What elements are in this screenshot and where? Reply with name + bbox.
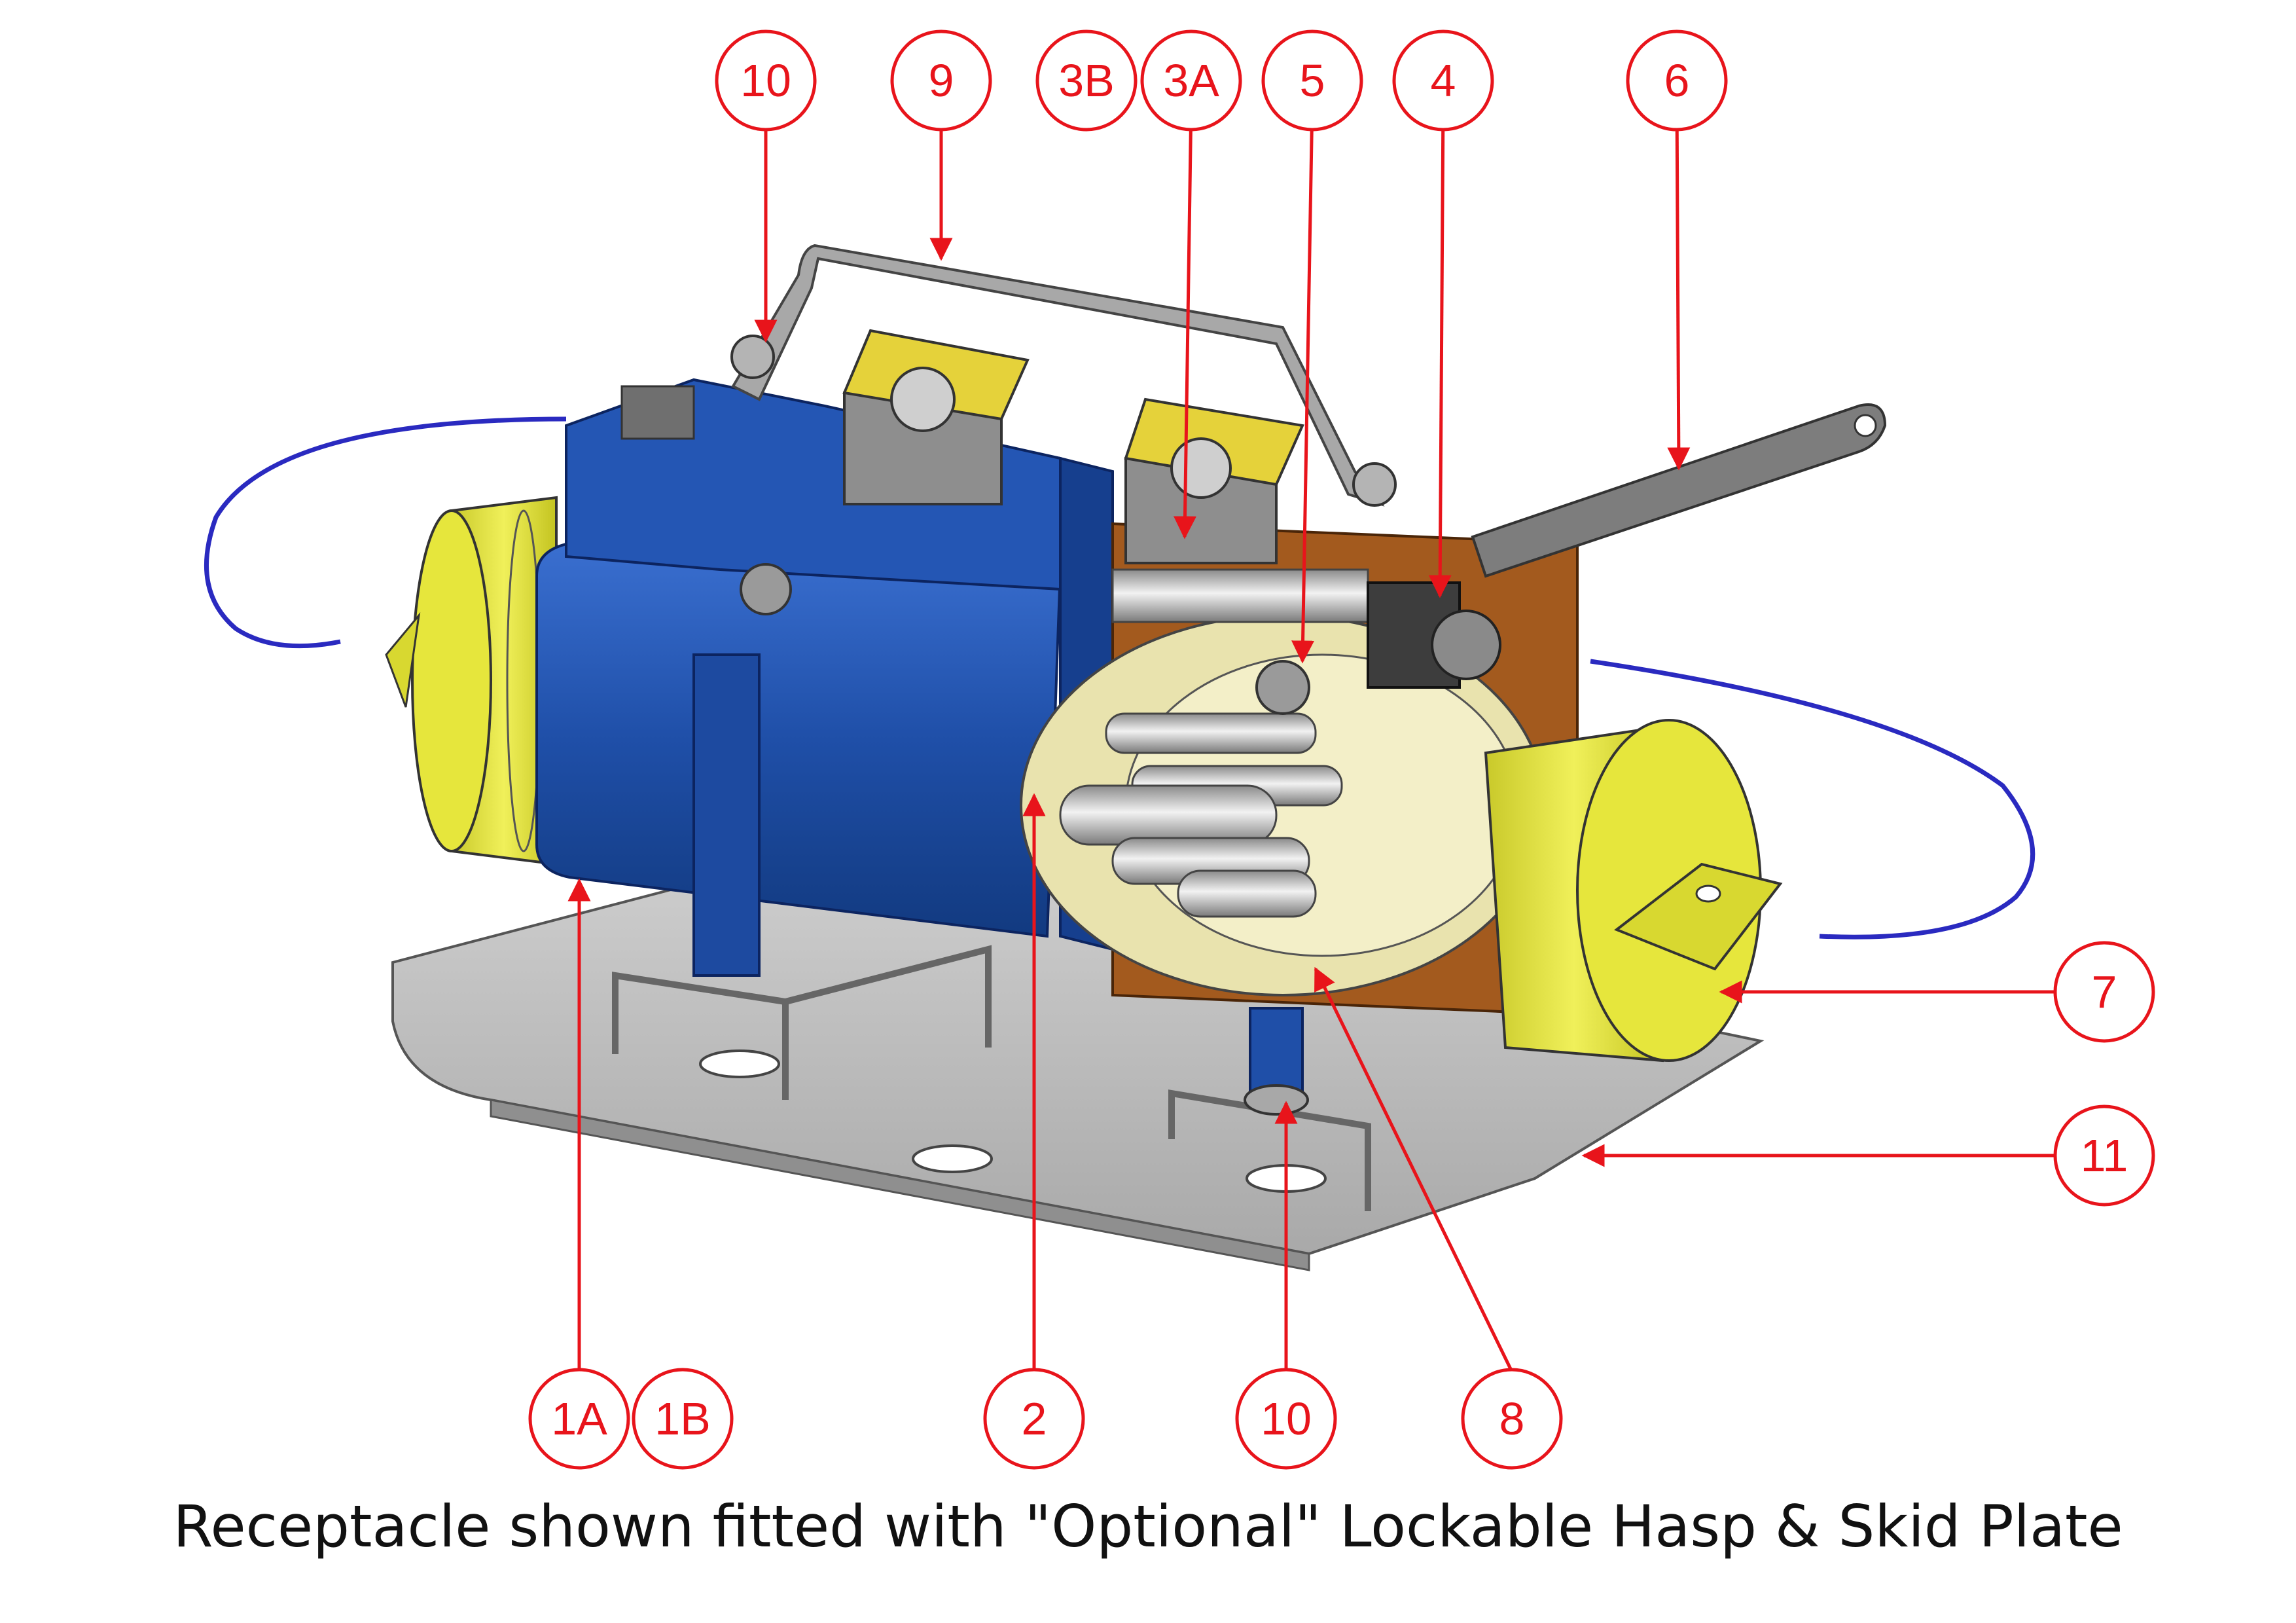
- hasp-bolt-right: [1352, 462, 1397, 507]
- lockable-hasp: [731, 244, 1385, 507]
- plunger: [1255, 660, 1310, 715]
- leader-5: [1291, 101, 1315, 664]
- plate-hole: [912, 1144, 993, 1173]
- callout-1b: 1B: [632, 1368, 734, 1470]
- body-bolt: [740, 563, 792, 615]
- leader-3a: [1173, 101, 1196, 539]
- callout-6: 6: [1626, 29, 1728, 132]
- callout-11: 11: [2053, 1104, 2155, 1207]
- contact-pin: [1059, 784, 1278, 846]
- leader-lines: [567, 101, 2055, 1373]
- callout-1a: 1A: [528, 1368, 630, 1470]
- callouts: 10 9 3B 3A 5 4 6 7: [528, 29, 2155, 1470]
- callout-3a: 3A: [1140, 29, 1242, 132]
- callout-label: 8: [1499, 1393, 1525, 1444]
- cutaway-section: [1020, 397, 1579, 1017]
- bottom-bolt: [1244, 1007, 1309, 1116]
- callout-9: 9: [890, 29, 992, 132]
- callout-label: 11: [2081, 1130, 2128, 1181]
- hasp-bolt-left: [730, 335, 775, 379]
- callout-label: 1A: [551, 1393, 607, 1444]
- callout-7: 7: [2053, 941, 2155, 1043]
- plate-hole: [699, 1049, 780, 1078]
- callout-label: 10: [1261, 1393, 1312, 1444]
- lanyard-cable-left: [204, 416, 567, 649]
- leader-8: [1314, 966, 1514, 1373]
- callout-10-bottom: 10: [1235, 1368, 1337, 1470]
- callout-5: 5: [1261, 29, 1363, 132]
- callout-2: 2: [983, 1368, 1085, 1470]
- callout-3b: 3B: [1035, 29, 1138, 132]
- callout-label: 1B: [655, 1393, 711, 1444]
- cam-shaft: [1111, 568, 1369, 623]
- callout-label: 10: [740, 55, 791, 106]
- callout-label: 6: [1664, 55, 1690, 106]
- callout-10-top: 10: [715, 29, 817, 132]
- receptacle-body: [535, 329, 1114, 977]
- contact-pin: [1177, 869, 1317, 918]
- callout-label: 3B: [1058, 55, 1115, 106]
- left-dust-cap: [385, 496, 558, 866]
- lanyard-cable-right: [1590, 659, 2036, 939]
- callout-label: 2: [1022, 1393, 1047, 1444]
- figure-caption: Receptacle shown fitted with "Optional" …: [173, 1493, 2123, 1560]
- leader-6: [1667, 101, 1691, 471]
- callout-8: 8: [1461, 1368, 1563, 1470]
- callout-4: 4: [1392, 29, 1494, 132]
- callout-label: 7: [2092, 966, 2117, 1017]
- callout-label: 3A: [1163, 55, 1219, 106]
- callout-label: 5: [1300, 55, 1325, 106]
- right-dust-cap: [1484, 719, 1783, 1063]
- callout-label: 9: [929, 55, 954, 106]
- callout-label: 4: [1431, 55, 1456, 106]
- handle-lever: [1471, 403, 1887, 578]
- contact-pin: [1105, 712, 1317, 754]
- leader-4: [1428, 101, 1452, 598]
